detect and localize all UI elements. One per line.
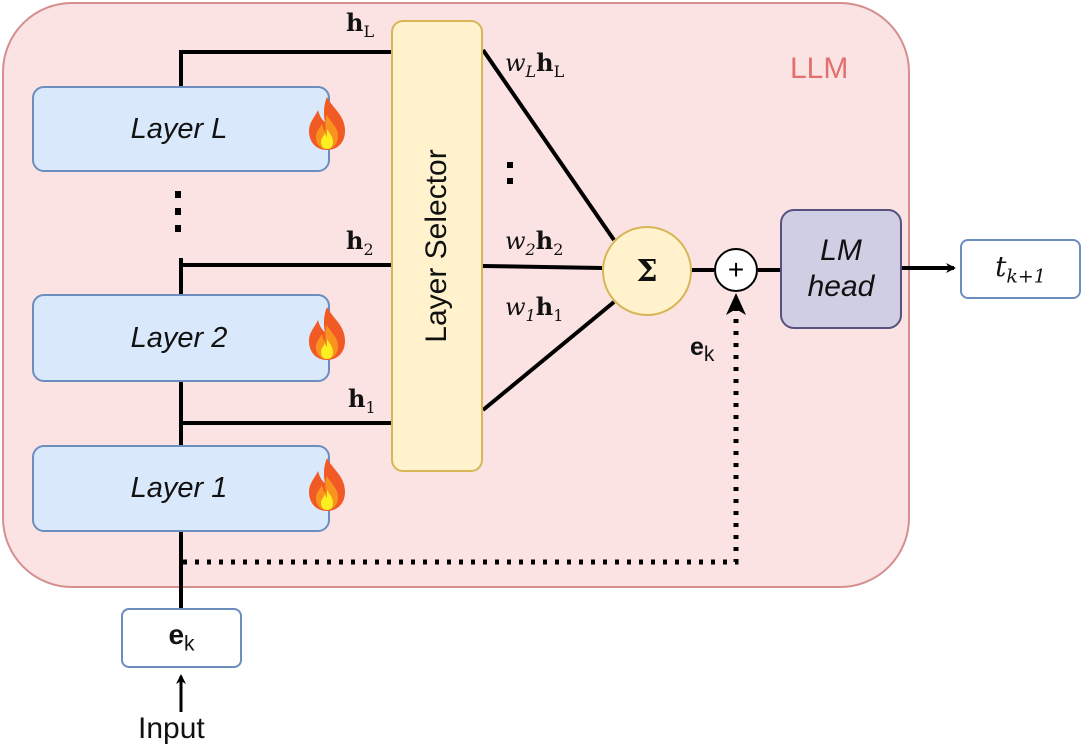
output-token-box: tk+1 bbox=[960, 239, 1081, 299]
residual-embedding-label: ek bbox=[690, 333, 715, 366]
add-node: + bbox=[714, 248, 758, 292]
layer-2-block: Layer 2 bbox=[32, 294, 330, 382]
layer-selector-block: Layer Selector bbox=[391, 20, 483, 472]
hidden-state-label-bottom: h1 bbox=[348, 384, 376, 417]
weighted-line-top bbox=[481, 48, 616, 242]
input-embedding-label: ek bbox=[168, 619, 195, 656]
vertical-ellipsis bbox=[175, 191, 181, 232]
hidden-state-label-top: hL bbox=[346, 8, 375, 41]
lm-head-line1: LM bbox=[820, 234, 862, 267]
flame-icon bbox=[309, 97, 345, 150]
sum-node: Σ bbox=[602, 226, 692, 316]
layer-l-label: Layer L bbox=[130, 112, 228, 145]
output-token-label: tk+1 bbox=[995, 250, 1046, 288]
weighted-label-mid: w2h2 bbox=[505, 226, 564, 259]
plus-symbol: + bbox=[727, 254, 745, 285]
input-embedding-box: ek bbox=[121, 608, 242, 668]
weighted-line-mid bbox=[482, 264, 603, 270]
hidden-state-label-mid: h2 bbox=[346, 226, 374, 259]
residual-dotted-path bbox=[183, 300, 739, 565]
residual-arrowhead bbox=[726, 293, 746, 315]
layer-selector-label: Layer Selector bbox=[420, 149, 453, 343]
flame-icon bbox=[309, 307, 345, 360]
weights-ellipsis bbox=[507, 162, 513, 184]
layer-l-block: Layer L bbox=[32, 86, 330, 172]
flame-icon bbox=[309, 458, 345, 511]
weighted-line-bottom bbox=[481, 300, 616, 412]
sum-symbol: Σ bbox=[636, 253, 658, 289]
layer-1-label: Layer 1 bbox=[130, 472, 228, 504]
llm-label: LLM bbox=[790, 52, 849, 85]
input-label: Input bbox=[138, 712, 205, 745]
weighted-label-top: wLhL bbox=[505, 48, 565, 81]
layer-1-block: Layer 1 bbox=[32, 445, 330, 532]
layer-2-label: Layer 2 bbox=[130, 321, 228, 354]
weighted-label-bottom: w1h1 bbox=[505, 292, 564, 325]
lm-head-line2: head bbox=[807, 270, 875, 303]
lm-head-block: LM head bbox=[780, 209, 902, 329]
